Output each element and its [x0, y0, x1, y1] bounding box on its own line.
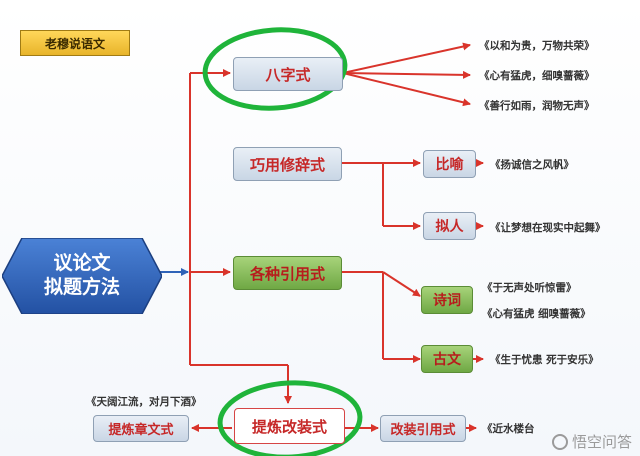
- node-bazi: 八字式: [233, 57, 343, 91]
- arrow-bazi-2: [342, 70, 471, 79]
- highlight-circle-tilian: [217, 380, 363, 456]
- watermark-text: 悟空问答: [571, 433, 632, 451]
- arrow-to-shici: [382, 271, 421, 297]
- node-geyin: 各种引用式: [233, 256, 342, 290]
- node-qiaoyong: 巧用修辞式: [233, 147, 342, 181]
- watermark: 悟空问答: [551, 431, 632, 452]
- node-niren: 拟人: [423, 212, 476, 240]
- leaf-gaizhuang-1: 《近水楼台: [482, 423, 535, 435]
- arrow-bazi-1: [342, 42, 471, 74]
- root-hexagon: [2, 238, 162, 314]
- root-line-1: 议论文: [53, 252, 111, 275]
- arrow-bazi-3: [342, 72, 471, 107]
- root-label: 议论文 拟题方法: [2, 238, 162, 314]
- root-line-2: 拟题方法: [43, 276, 120, 298]
- node-gaizhuang-yin: 改装引用式: [380, 415, 466, 442]
- leaf-shici-2: 《心有猛虎 细嗅蔷薇》: [482, 308, 591, 320]
- author-badge: 老穆说语文: [20, 30, 130, 56]
- node-tilian: 提炼改装式: [234, 408, 345, 444]
- watermark-logo-icon: [551, 433, 568, 450]
- leaf-guwen-1: 《生于忧患 死于安乐》: [490, 354, 599, 366]
- node-shici: 诗词: [421, 286, 473, 314]
- leaf-biyu-1: 《扬诚信之风帆》: [490, 159, 574, 171]
- leaf-bazi-2: 《心有猛虎，细嗅蔷薇》: [479, 70, 595, 82]
- leaf-shici-1: 《于无声处听惊雷》: [482, 282, 577, 294]
- node-biyu: 比喻: [423, 150, 476, 178]
- node-guwen: 古文: [421, 345, 473, 373]
- leaf-bazi-3: 《善行如雨，润物无声》: [479, 100, 595, 112]
- leaf-tilian-zhang-1: 《天阔江流，对月下酒》: [86, 396, 202, 408]
- node-tilian-zhang: 提炼章文式: [93, 415, 189, 442]
- leaf-niren-1: 《让梦想在现实中起舞》: [490, 222, 606, 234]
- highlight-circle-bazi: [202, 27, 348, 111]
- leaf-bazi-1: 《以和为贵，万物共荣》: [479, 40, 595, 52]
